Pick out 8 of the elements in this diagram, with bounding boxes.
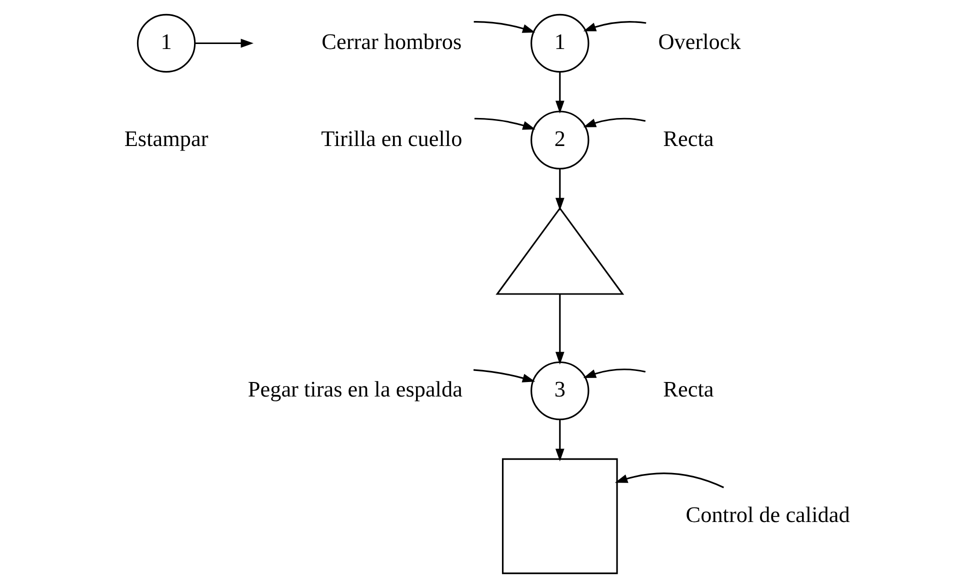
node-text: Recta — [662, 126, 714, 151]
node-text: Cerrar hombros — [321, 29, 462, 54]
node-text: Tirilla en cuello — [320, 126, 462, 151]
node-label: Estampar — [124, 126, 208, 151]
node-text: Pegar tiras en la espalda — [247, 376, 462, 402]
node-text: Recta — [662, 376, 714, 402]
node-text: Overlock — [658, 29, 740, 54]
node-text: Control de calidad — [685, 502, 850, 528]
